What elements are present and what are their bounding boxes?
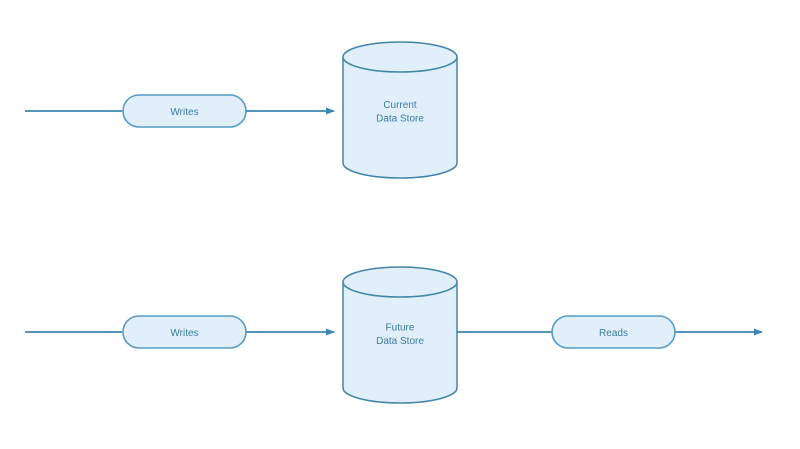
reads-node[interactable]: Reads — [551, 315, 676, 349]
cylinder-top-ellipse-bottom[interactable] — [342, 266, 458, 298]
current-store-label-line2: Data Store — [376, 114, 424, 125]
writes-label-top: Writes — [170, 107, 198, 118]
reads-label: Reads — [599, 328, 628, 339]
flow-bottom: Writes Future Data Store Reads — [25, 266, 763, 404]
flow-top: Writes Current Data Store — [25, 41, 458, 179]
current-store-label-line1: Current — [383, 100, 417, 111]
future-store-label-line2: Data Store — [376, 336, 424, 347]
future-store-label-line1: Future — [386, 323, 415, 334]
writes-label-bottom: Writes — [170, 328, 198, 339]
current-data-store-node[interactable]: Current Data Store — [342, 41, 458, 179]
writes-node-bottom[interactable]: Writes — [122, 315, 247, 349]
cylinder-body-bottom[interactable] — [342, 282, 458, 404]
cylinder-body-top[interactable] — [342, 57, 458, 179]
writes-node-top[interactable]: Writes — [122, 94, 247, 128]
future-data-store-node[interactable]: Future Data Store — [342, 266, 458, 404]
cylinder-top-ellipse-top[interactable] — [342, 41, 458, 73]
